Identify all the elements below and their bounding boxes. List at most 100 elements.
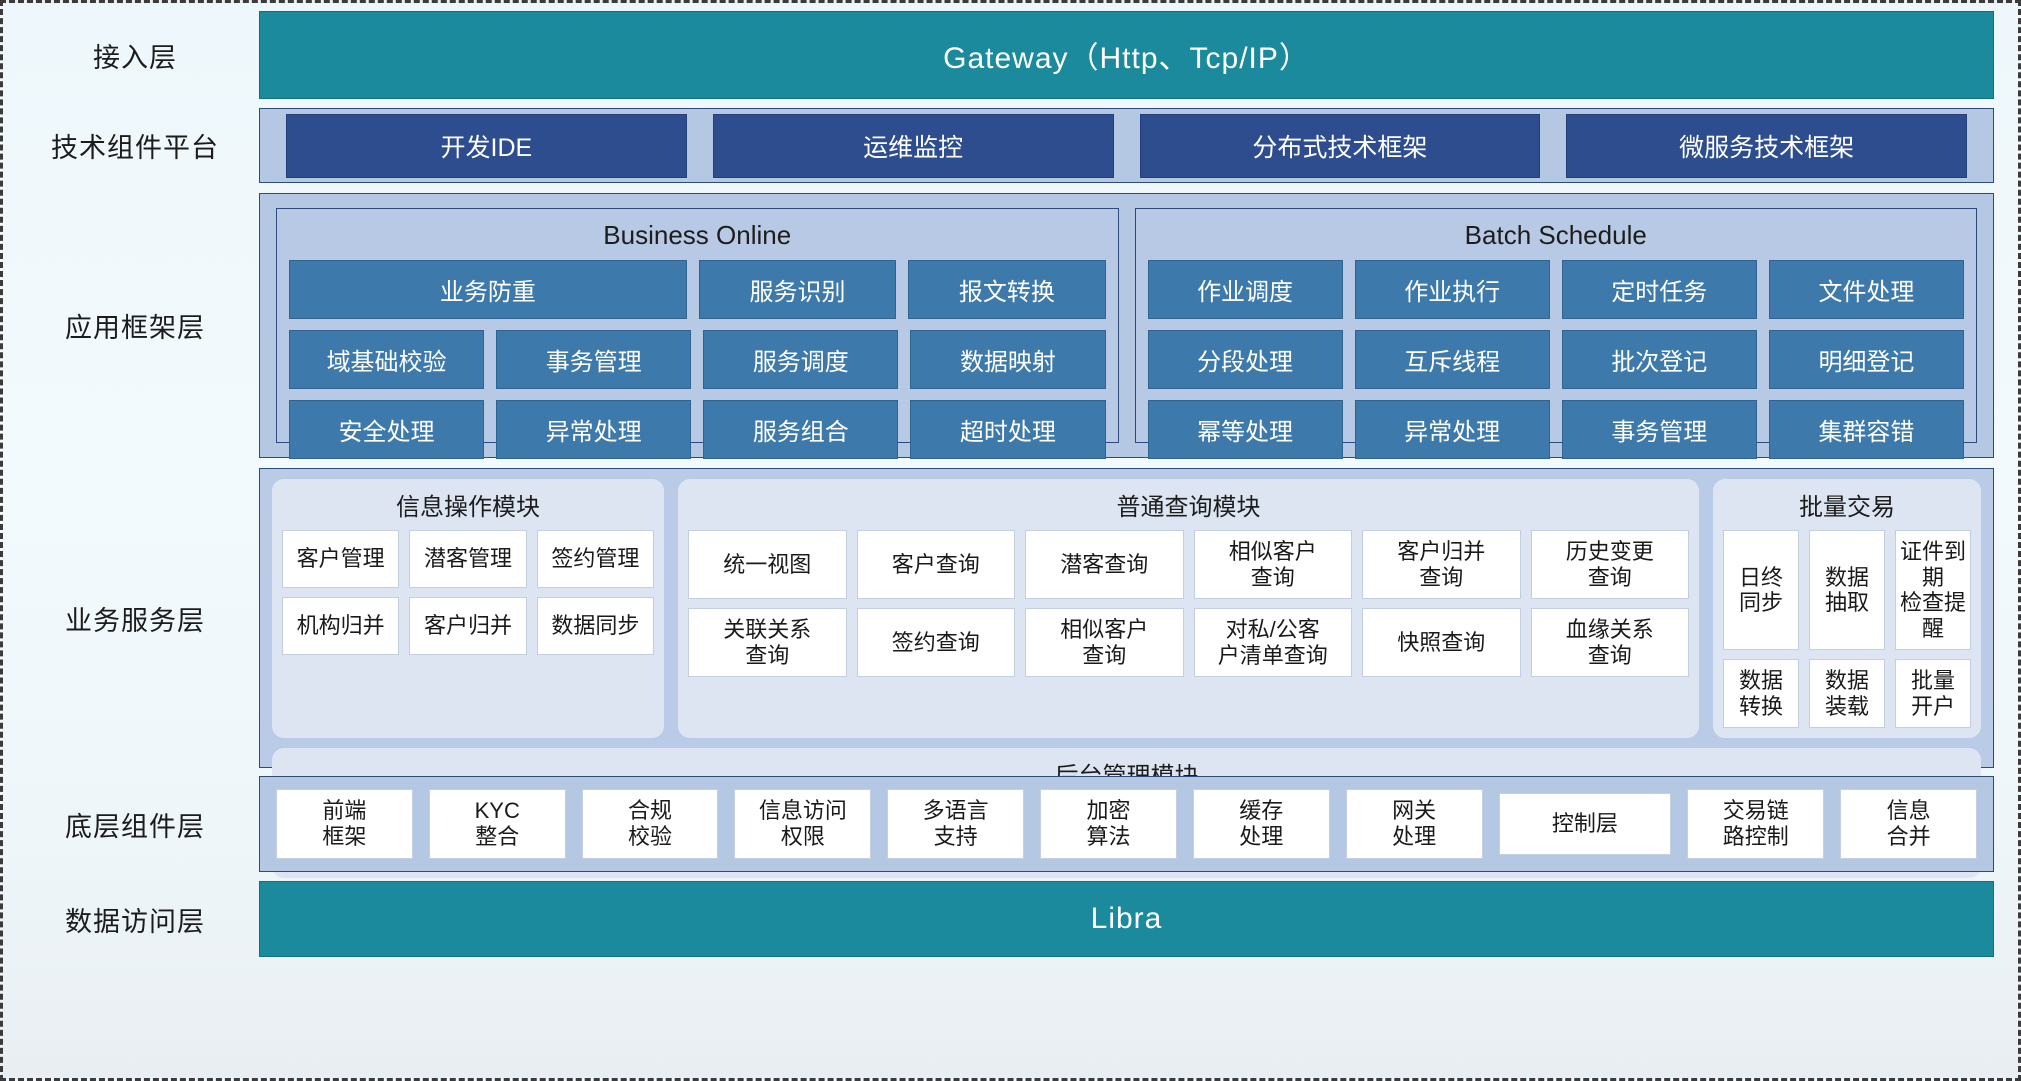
chip-batch-register[interactable]: 批次登记 [1561, 330, 1757, 389]
chip-private-public-list-query[interactable]: 对私/公客 户清单查询 [1193, 608, 1352, 678]
layer-label-bottom: 底层组件层 [65, 811, 205, 843]
chip-data-sync[interactable]: 数据同步 [536, 597, 654, 655]
chip-job-execute[interactable]: 作业执行 [1354, 260, 1550, 319]
chip-batch-account-open[interactable]: 批量 开户 [1895, 659, 1971, 729]
layer-label-access: 接入层 [93, 42, 177, 74]
chip-file-process[interactable]: 文件处理 [1768, 260, 1964, 319]
chip-frontend-framework[interactable]: 前端 框架 [276, 789, 413, 859]
layer-access: 接入层 Gateway（Http、Tcp/IP） [11, 11, 1994, 99]
tech-chip-microsvc[interactable]: 微服务技术框架 [1566, 113, 1967, 178]
chip-prospect-mgmt[interactable]: 潜客管理 [409, 530, 527, 588]
layer-app-framework: 应用框架层 Business Online 业务防重 服务识别 报文转换 域基础… [11, 193, 1994, 459]
common-query-module: 普通查询模块 统一视图 客户查询 潜客查询 相似客户 查询 客户归并 查询 历史… [678, 479, 1699, 739]
query-module-title: 普通查询模块 [1116, 494, 1261, 521]
chip-job-schedule[interactable]: 作业调度 [1147, 260, 1343, 319]
chip-gateway-processing[interactable]: 网关 处理 [1345, 789, 1483, 859]
chip-history-change-query[interactable]: 历史变更 查询 [1530, 530, 1689, 600]
chip-transaction-chain-control[interactable]: 交易链 路控制 [1687, 789, 1825, 859]
chip-service-schedule[interactable]: 服务调度 [703, 330, 899, 389]
layer-bottom-components: 底层组件层 前端 框架 KYC 整合 合规 校验 信息访问 权限 多语言 支持 … [11, 776, 1994, 872]
chip-prospect-query[interactable]: 潜客查询 [1025, 530, 1184, 600]
chip-business-dedup[interactable]: 业务防重 [289, 260, 687, 319]
layer-business-service: 业务服务层 信息操作模块 客户管理 潜客管理 签约管理 [11, 468, 1994, 879]
chip-customer-query[interactable]: 客户查询 [856, 530, 1015, 600]
chip-multilanguage-support[interactable]: 多语言 支持 [887, 789, 1025, 859]
chip-eod-sync[interactable]: 日终 同步 [1723, 530, 1799, 651]
chip-batch-exception[interactable]: 异常处理 [1354, 400, 1550, 459]
app-framework-panel: Business Online 业务防重 服务识别 报文转换 域基础校验 事务管… [259, 193, 1994, 459]
chip-customer-merge[interactable]: 客户归并 [409, 597, 527, 655]
chip-mutex-thread[interactable]: 互斥线程 [1354, 330, 1550, 389]
chip-cluster-fault-tolerance[interactable]: 集群容错 [1768, 400, 1964, 459]
batch-schedule-grid: 作业调度 作业执行 定时任务 文件处理 分段处理 互斥线程 批次登记 明细登记 [1147, 260, 1964, 459]
chip-idempotent-process[interactable]: 幂等处理 [1147, 400, 1343, 459]
chip-service-identify[interactable]: 服务识别 [698, 260, 897, 319]
chip-cache-processing[interactable]: 缓存 处理 [1192, 789, 1330, 859]
chip-data-mapping[interactable]: 数据映射 [910, 330, 1106, 389]
batch-module-row-2: 数据 转换 数据 装载 批量 开户 [1723, 659, 1971, 729]
batch-schedule-row-3: 幂等处理 异常处理 事务管理 集群容错 [1147, 400, 1964, 459]
chip-timed-task[interactable]: 定时任务 [1561, 260, 1757, 319]
info-module-row-2: 机构归并 客户归并 数据同步 [282, 597, 654, 655]
chip-info-merge[interactable]: 信息 合并 [1840, 789, 1977, 859]
batch-schedule-row-2: 分段处理 互斥线程 批次登记 明细登记 [1147, 330, 1964, 389]
gateway-bar[interactable]: Gateway（Http、Tcp/IP） [259, 11, 1994, 99]
chip-lineage-query[interactable]: 血缘关系 查询 [1530, 608, 1689, 678]
business-service-top-row: 信息操作模块 客户管理 潜客管理 签约管理 机构归并 客户归并 数据同步 [272, 479, 1981, 739]
libra-bar[interactable]: Libra [259, 881, 1994, 957]
business-online-grid: 业务防重 服务识别 报文转换 域基础校验 事务管理 服务调度 数据映射 安全处理 [289, 260, 1106, 459]
batch-transaction-module: 批量交易 日终 同步 数据 抽取 证件到期 检查提醒 数据 转换 数据 装载 批… [1713, 479, 1981, 739]
chip-transaction-mgmt[interactable]: 事务管理 [496, 330, 692, 389]
tech-chip-ops[interactable]: 运维监控 [712, 113, 1114, 178]
chip-batch-transaction-mgmt[interactable]: 事务管理 [1561, 400, 1757, 459]
info-module-title: 信息操作模块 [396, 494, 540, 521]
business-online-title: Business Online [603, 220, 792, 250]
tech-platform-band: 开发IDE 运维监控 分布式技术框架 微服务技术框架 [259, 108, 1994, 183]
chip-domain-validation[interactable]: 域基础校验 [289, 330, 485, 389]
bottom-components-band: 前端 框架 KYC 整合 合规 校验 信息访问 权限 多语言 支持 加密 算法 … [259, 776, 1994, 872]
chip-message-transform[interactable]: 报文转换 [908, 260, 1106, 319]
query-module-row-1: 统一视图 客户查询 潜客查询 相似客户 查询 客户归并 查询 历史变更 查询 [688, 530, 1689, 600]
layer-body-bizsvc: 信息操作模块 客户管理 潜客管理 签约管理 机构归并 客户归并 数据同步 [259, 468, 1994, 879]
chip-similar-customer-query-2[interactable]: 相似客户 查询 [1025, 608, 1184, 678]
chip-data-transform[interactable]: 数据 转换 [1723, 659, 1799, 729]
layer-label-data: 数据访问层 [65, 906, 205, 938]
chip-info-access-permission[interactable]: 信息访问 权限 [734, 789, 872, 859]
chip-kyc-integration[interactable]: KYC 整合 [428, 789, 566, 859]
info-module-row-1: 客户管理 潜客管理 签约管理 [282, 530, 654, 588]
layer-label-appframe: 应用框架层 [65, 313, 205, 344]
chip-contract-mgmt[interactable]: 签约管理 [536, 530, 654, 588]
chip-contract-query[interactable]: 签约查询 [856, 608, 1015, 678]
business-service-panel: 信息操作模块 客户管理 潜客管理 签约管理 机构归并 客户归并 数据同步 [259, 468, 1994, 879]
chip-relation-query[interactable]: 关联关系 查询 [688, 608, 847, 678]
tech-chip-dist[interactable]: 分布式技术框架 [1139, 113, 1541, 178]
chip-data-load[interactable]: 数据 装载 [1809, 659, 1885, 729]
chip-snapshot-query[interactable]: 快照查询 [1362, 608, 1521, 678]
chip-segment-process[interactable]: 分段处理 [1147, 330, 1343, 389]
chip-security-process[interactable]: 安全处理 [289, 400, 485, 459]
layer-body-tech: 开发IDE 运维监控 分布式技术框架 微服务技术框架 [259, 108, 1994, 183]
chip-service-compose[interactable]: 服务组合 [703, 400, 899, 459]
chip-id-expiry-alert[interactable]: 证件到期 检查提醒 [1895, 530, 1971, 651]
chip-unified-view[interactable]: 统一视图 [688, 530, 847, 600]
chip-detail-register[interactable]: 明细登记 [1768, 330, 1964, 389]
tech-chip-ide[interactable]: 开发IDE [286, 113, 687, 178]
chip-compliance-check[interactable]: 合规 校验 [581, 789, 719, 859]
chip-data-extract[interactable]: 数据 抽取 [1809, 530, 1885, 651]
chip-exception-process[interactable]: 异常处理 [496, 400, 692, 459]
chip-org-merge[interactable]: 机构归并 [282, 597, 400, 655]
layer-label-bizsvc: 业务服务层 [65, 605, 205, 637]
info-module-grid: 客户管理 潜客管理 签约管理 机构归并 客户归并 数据同步 [282, 530, 654, 655]
layer-body-data: Libra [259, 881, 1994, 957]
business-online-row-2: 域基础校验 事务管理 服务调度 数据映射 [289, 330, 1106, 389]
chip-similar-customer-query[interactable]: 相似客户 查询 [1193, 530, 1352, 600]
chip-customer-merge-query[interactable]: 客户归并 查询 [1362, 530, 1521, 600]
batch-module-row-1: 日终 同步 数据 抽取 证件到期 检查提醒 [1723, 530, 1971, 651]
chip-encryption-algorithm[interactable]: 加密 算法 [1040, 789, 1177, 859]
chip-control-layer[interactable]: 控制层 [1498, 793, 1672, 855]
chip-customer-mgmt[interactable]: 客户管理 [282, 530, 400, 588]
layer-tech-platform: 技术组件平台 开发IDE 运维监控 分布式技术框架 微服务技术框架 [11, 108, 1994, 183]
layer-body-bottom: 前端 框架 KYC 整合 合规 校验 信息访问 权限 多语言 支持 加密 算法 … [259, 776, 1994, 872]
chip-timeout-process[interactable]: 超时处理 [910, 400, 1106, 459]
